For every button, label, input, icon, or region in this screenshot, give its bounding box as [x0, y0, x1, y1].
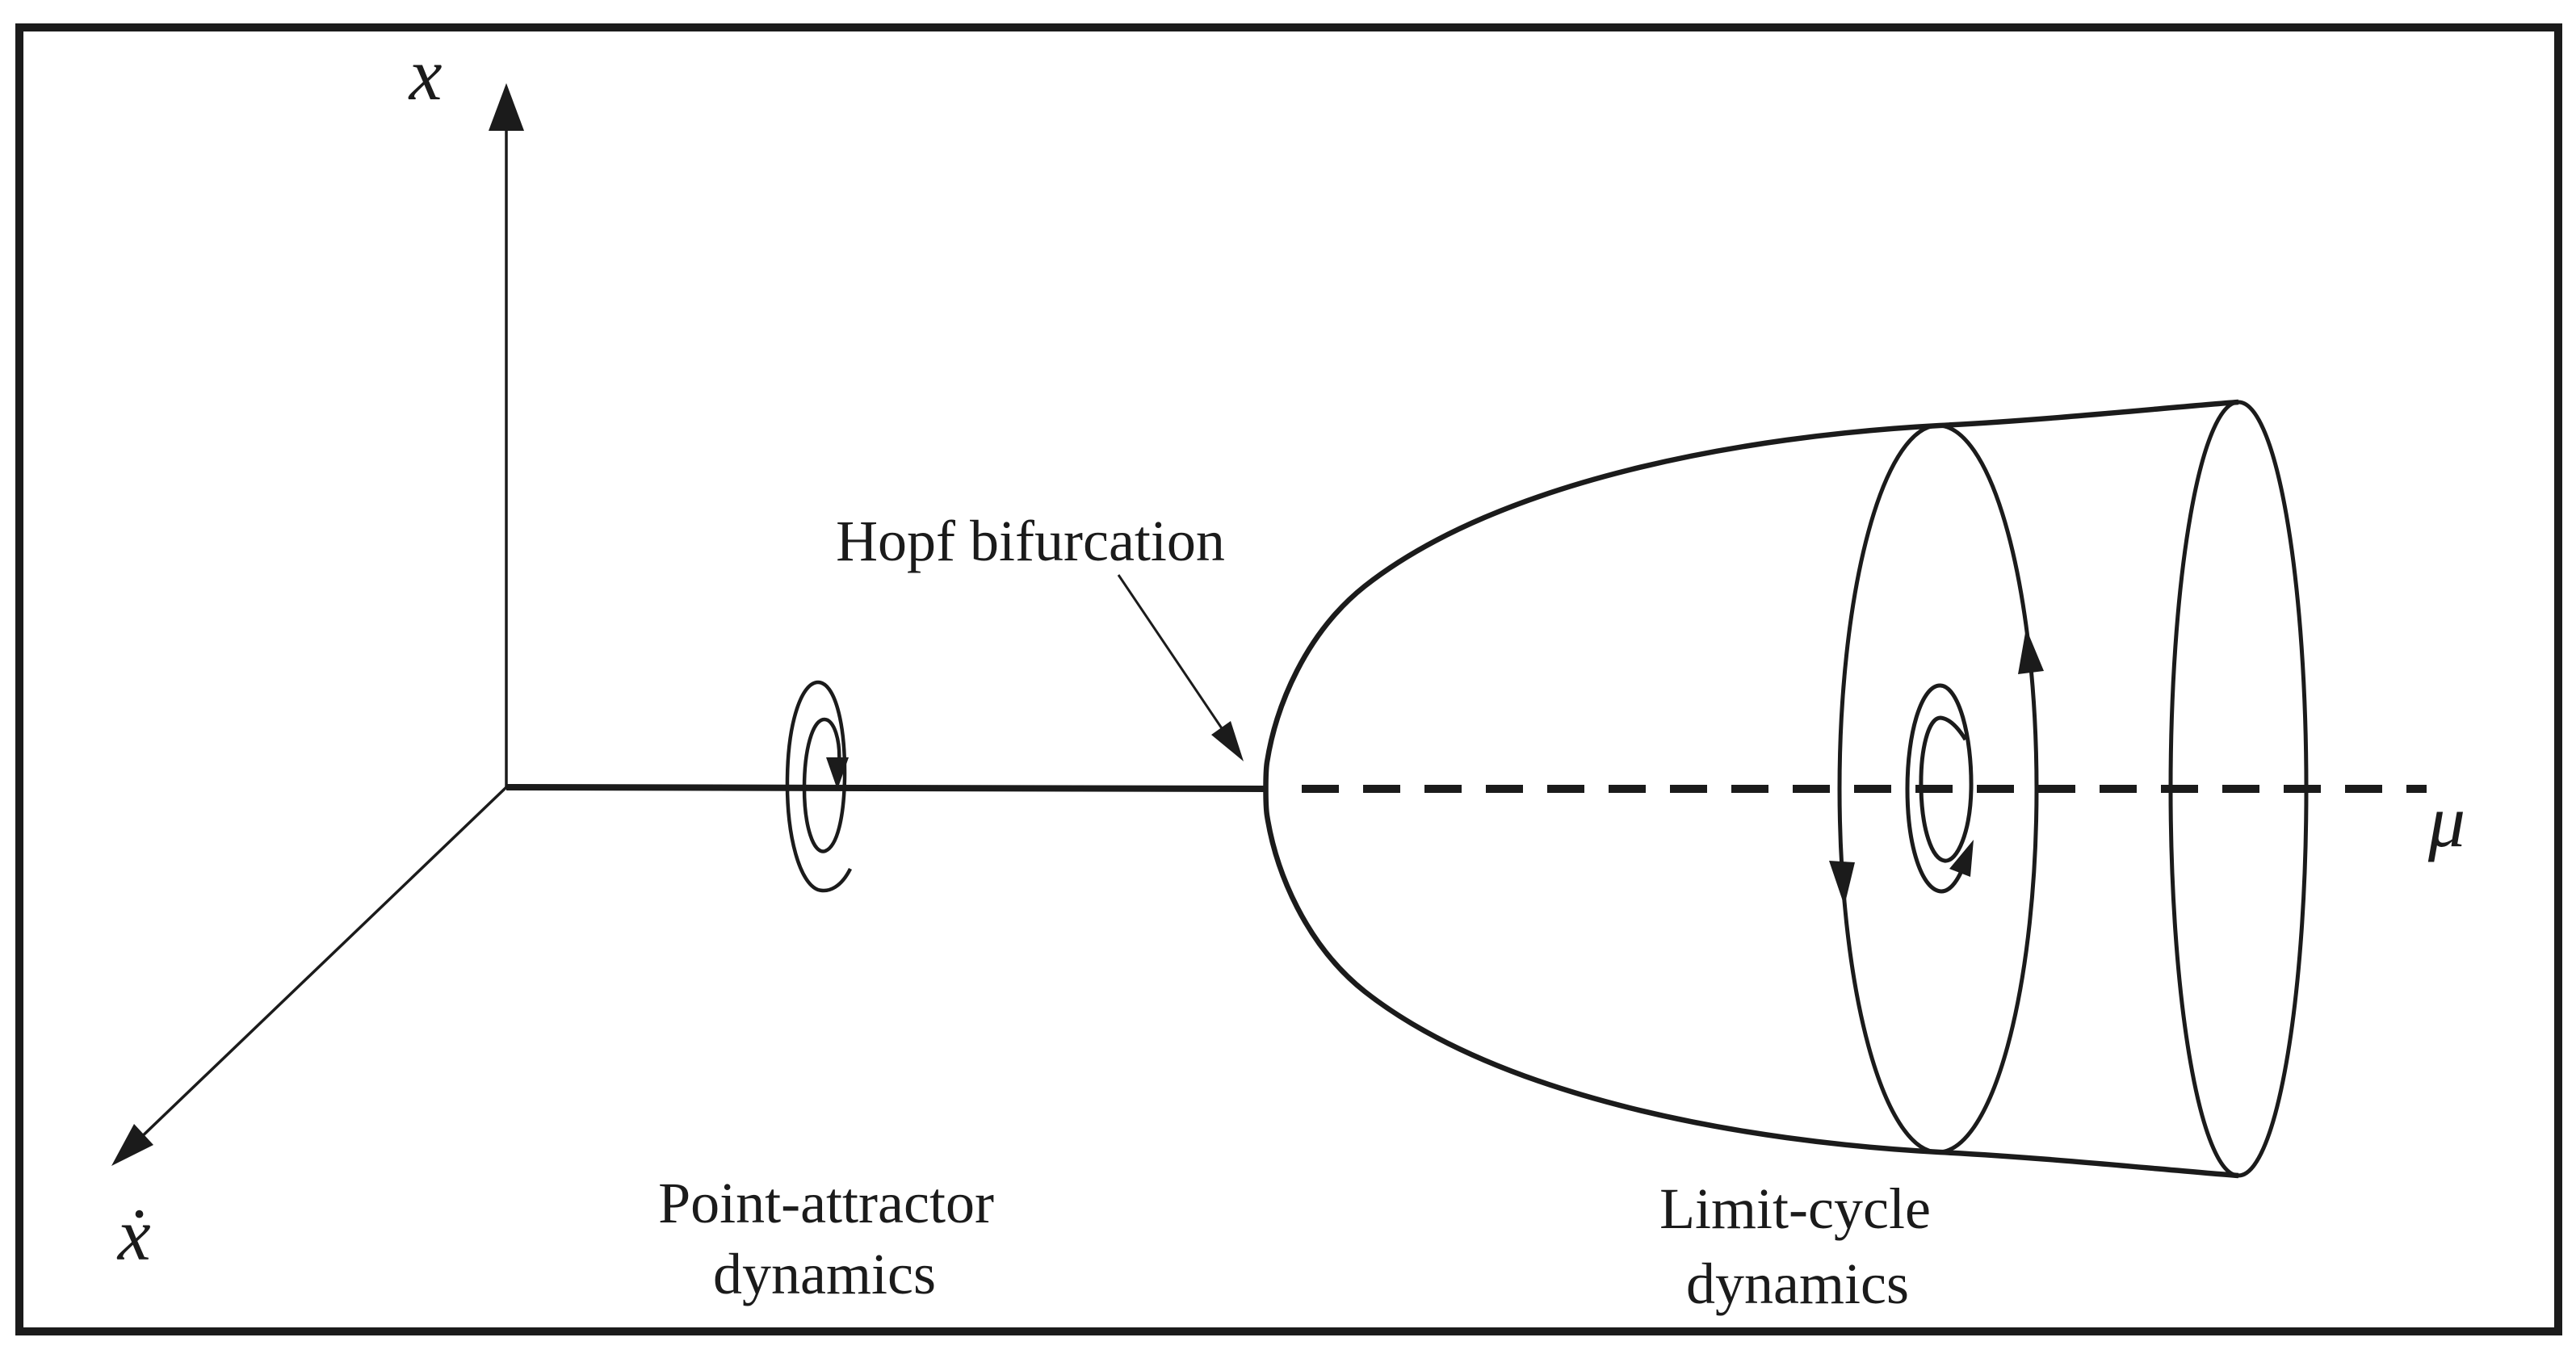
limit-cycle-down-arrowhead-icon	[1829, 861, 1855, 906]
xdot-axis-label: ẋ	[117, 1193, 151, 1276]
point-attractor-label-line2: dynamics	[713, 1242, 936, 1306]
paraboloid-envelope	[1263, 399, 2239, 1179]
limit-cycle-spiral-arrowhead-icon	[1949, 840, 1974, 877]
limit-cycle-up-arrowhead-icon	[2018, 628, 2044, 674]
x-axis-arrowhead-icon	[489, 83, 524, 131]
xdot-axis-arrowhead-icon	[111, 1124, 153, 1166]
mu-axis-solid-line	[506, 784, 1266, 792]
cylinder-end-ellipse	[2168, 400, 2309, 1178]
point-attractor-spiral	[785, 680, 853, 893]
xdot-axis-line	[134, 786, 508, 1144]
mu-axis-label: μ	[2427, 780, 2465, 862]
figure-border	[15, 23, 2562, 1335]
point-attractor-label-line1: Point-attractor	[658, 1171, 994, 1235]
hopf-bifurcation-label: Hopf bifurcation	[836, 509, 1225, 573]
limit-cycle-label-line2: dynamics	[1686, 1251, 1909, 1316]
point-attractor-spiral-arrowhead-icon	[826, 757, 849, 790]
limit-cycle-spiral	[1905, 683, 1974, 894]
limit-cycle-orbit-ellipse	[1837, 423, 2039, 1155]
limit-cycle-label-line1: Limit-cycle	[1659, 1176, 1931, 1241]
hopf-callout-line	[1117, 574, 1227, 734]
x-axis-label: x	[408, 33, 443, 115]
hopf-callout-arrowhead-icon	[1211, 721, 1244, 761]
